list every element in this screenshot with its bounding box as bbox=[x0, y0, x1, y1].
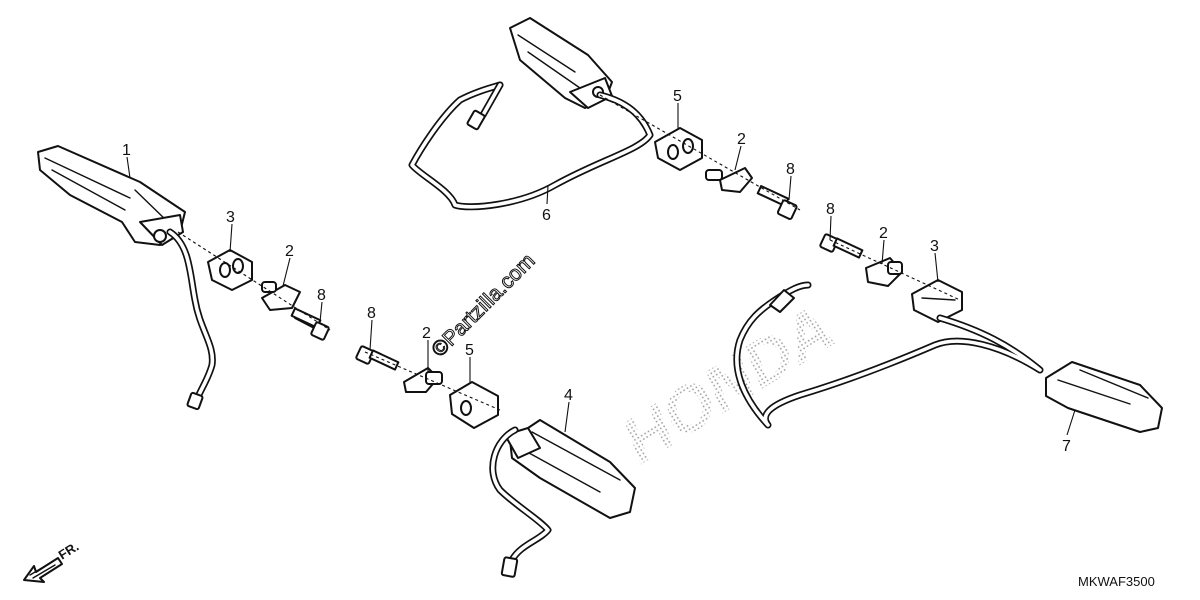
grommet-left bbox=[207, 249, 253, 291]
diagram-code: MKWAF3500 bbox=[1078, 574, 1155, 589]
callout-1: 1 bbox=[122, 142, 131, 159]
callout-8-right: 8 bbox=[826, 201, 835, 218]
leader-lines bbox=[126, 103, 1076, 436]
front-arrow-icon bbox=[23, 557, 63, 583]
front-direction-indicator: FR. bbox=[23, 539, 81, 583]
grommet-upper bbox=[654, 127, 703, 171]
winker-front-right bbox=[489, 419, 636, 578]
callout-4: 4 bbox=[564, 387, 573, 404]
callout-6: 6 bbox=[542, 207, 551, 224]
grommet-lower bbox=[449, 381, 499, 429]
winker-rear-right bbox=[733, 281, 1163, 433]
collar-right bbox=[865, 257, 903, 287]
bolt-upper bbox=[756, 185, 798, 220]
collar-lower bbox=[403, 367, 443, 393]
callout-3-left: 3 bbox=[226, 209, 235, 226]
assembly-centerlines bbox=[177, 94, 961, 411]
callouts: 1 3 2 8 6 5 2 8 8 2 3 7 4 5 2 8 bbox=[122, 88, 1071, 455]
callout-2-left: 2 bbox=[285, 243, 294, 260]
collar-left bbox=[261, 281, 301, 311]
watermark-text: ©Partzilla.com bbox=[427, 249, 539, 361]
callout-8-upper: 8 bbox=[786, 161, 795, 178]
callout-2-right: 2 bbox=[879, 225, 888, 242]
callout-7: 7 bbox=[1062, 438, 1071, 455]
background-logo: HONDA bbox=[609, 291, 846, 476]
grommet-right bbox=[911, 279, 963, 323]
bolt-left bbox=[290, 307, 330, 341]
collar-upper bbox=[705, 167, 753, 193]
callout-2-lower: 2 bbox=[422, 325, 431, 342]
callout-3-right: 3 bbox=[930, 238, 939, 255]
watermark: ©Partzilla.com bbox=[427, 249, 540, 362]
callout-5-lower: 5 bbox=[465, 342, 474, 359]
winker-front-left bbox=[37, 145, 216, 411]
callout-8-left: 8 bbox=[317, 287, 326, 304]
callout-5-upper: 5 bbox=[673, 88, 682, 105]
callout-8-lower: 8 bbox=[367, 305, 376, 322]
background-logo-text: HONDA bbox=[609, 291, 846, 476]
winker-rear-upper bbox=[408, 17, 654, 211]
callout-2-upper: 2 bbox=[737, 131, 746, 148]
